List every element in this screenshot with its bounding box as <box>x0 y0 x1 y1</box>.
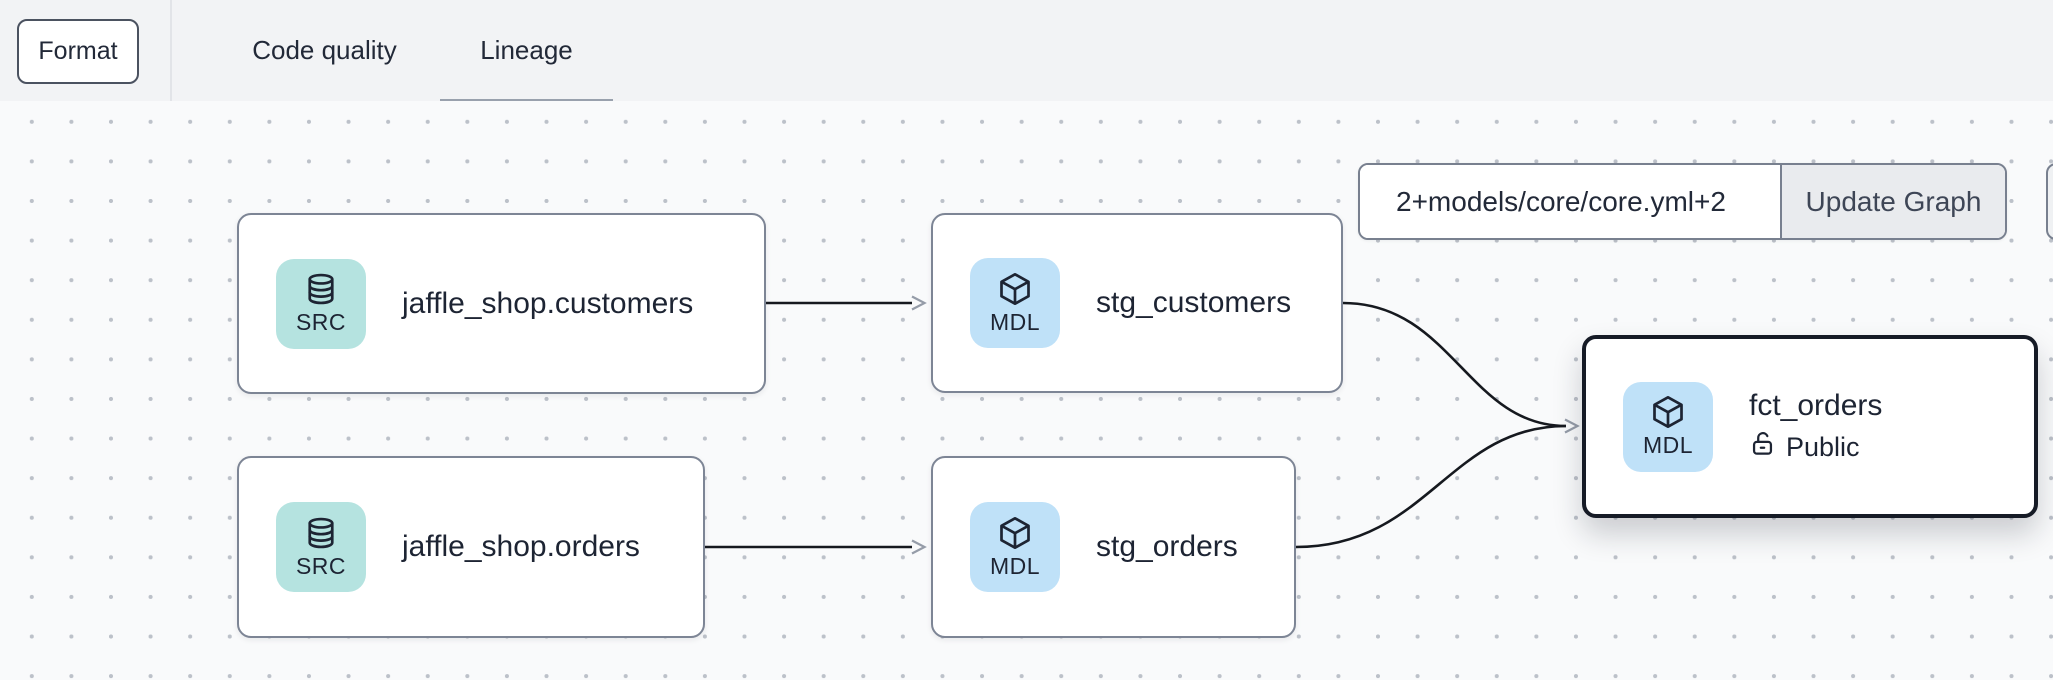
model-badge: MDL <box>1623 381 1713 472</box>
node-label: stg_customers <box>1096 286 1292 319</box>
unlock-icon <box>1749 430 1776 464</box>
node-jaffle-shop-customers[interactable]: SRC jaffle_shop.customers <box>237 213 766 394</box>
node-fct-orders[interactable]: MDL fct_orders Public <box>1582 335 2038 518</box>
node-text: fct_orders Public <box>1749 389 1882 464</box>
badge-label: MDL <box>989 308 1041 335</box>
badge-label: SRC <box>295 309 347 335</box>
lineage-edges <box>705 295 1580 555</box>
cube-icon <box>997 515 1033 551</box>
node-stg-orders[interactable]: MDL stg_orders <box>931 456 1296 638</box>
edge-stgcustomers-fct <box>1342 301 1567 428</box>
cube-icon <box>997 271 1033 307</box>
model-badge: MDL <box>970 502 1060 592</box>
partial-right-button[interactable] <box>2046 163 2053 240</box>
editor-header: Format Code quality Lineage <box>0 0 2053 104</box>
node-label: stg_orders <box>1096 530 1238 563</box>
tab-lineage[interactable]: Lineage <box>440 0 613 104</box>
badge-label: SRC <box>295 552 347 579</box>
badge-label: MDL <box>1642 432 1694 458</box>
tab-code-quality[interactable]: Code quality <box>209 0 440 101</box>
node-jaffle-shop-orders[interactable]: SRC jaffle_shop.orders <box>237 456 705 638</box>
arrowhead-icon <box>1564 418 1580 434</box>
arrowhead-icon <box>911 539 927 555</box>
format-button[interactable]: Format <box>17 19 139 84</box>
node-label: fct_orders <box>1749 389 1883 422</box>
model-badge: MDL <box>970 258 1060 348</box>
edge-stgorders-fct <box>1295 424 1567 549</box>
source-badge: SRC <box>276 502 366 592</box>
tab-bar: Code quality Lineage <box>209 0 613 104</box>
update-graph-button[interactable]: Update Graph <box>1780 165 2005 238</box>
model-selector-input[interactable] <box>1360 165 1780 238</box>
node-label: jaffle_shop.customers <box>402 286 694 320</box>
access-row: Public <box>1749 430 1882 464</box>
database-icon <box>303 515 339 551</box>
source-badge: SRC <box>276 258 366 349</box>
badge-label: MDL <box>989 552 1041 579</box>
header-divider <box>170 0 172 101</box>
access-label: Public <box>1786 431 1860 462</box>
tab-label: Lineage <box>480 35 573 65</box>
node-stg-customers[interactable]: MDL stg_customers <box>931 213 1343 393</box>
arrowhead-icon <box>911 295 927 311</box>
node-label: jaffle_shop.orders <box>402 530 640 563</box>
tab-label: Code quality <box>252 35 397 65</box>
graph-controls: Update Graph <box>1358 163 2007 240</box>
lineage-canvas[interactable]: SRC jaffle_shop.customers MDL stg_custom… <box>0 101 2053 680</box>
cube-icon <box>1650 394 1686 430</box>
database-icon <box>303 271 339 307</box>
